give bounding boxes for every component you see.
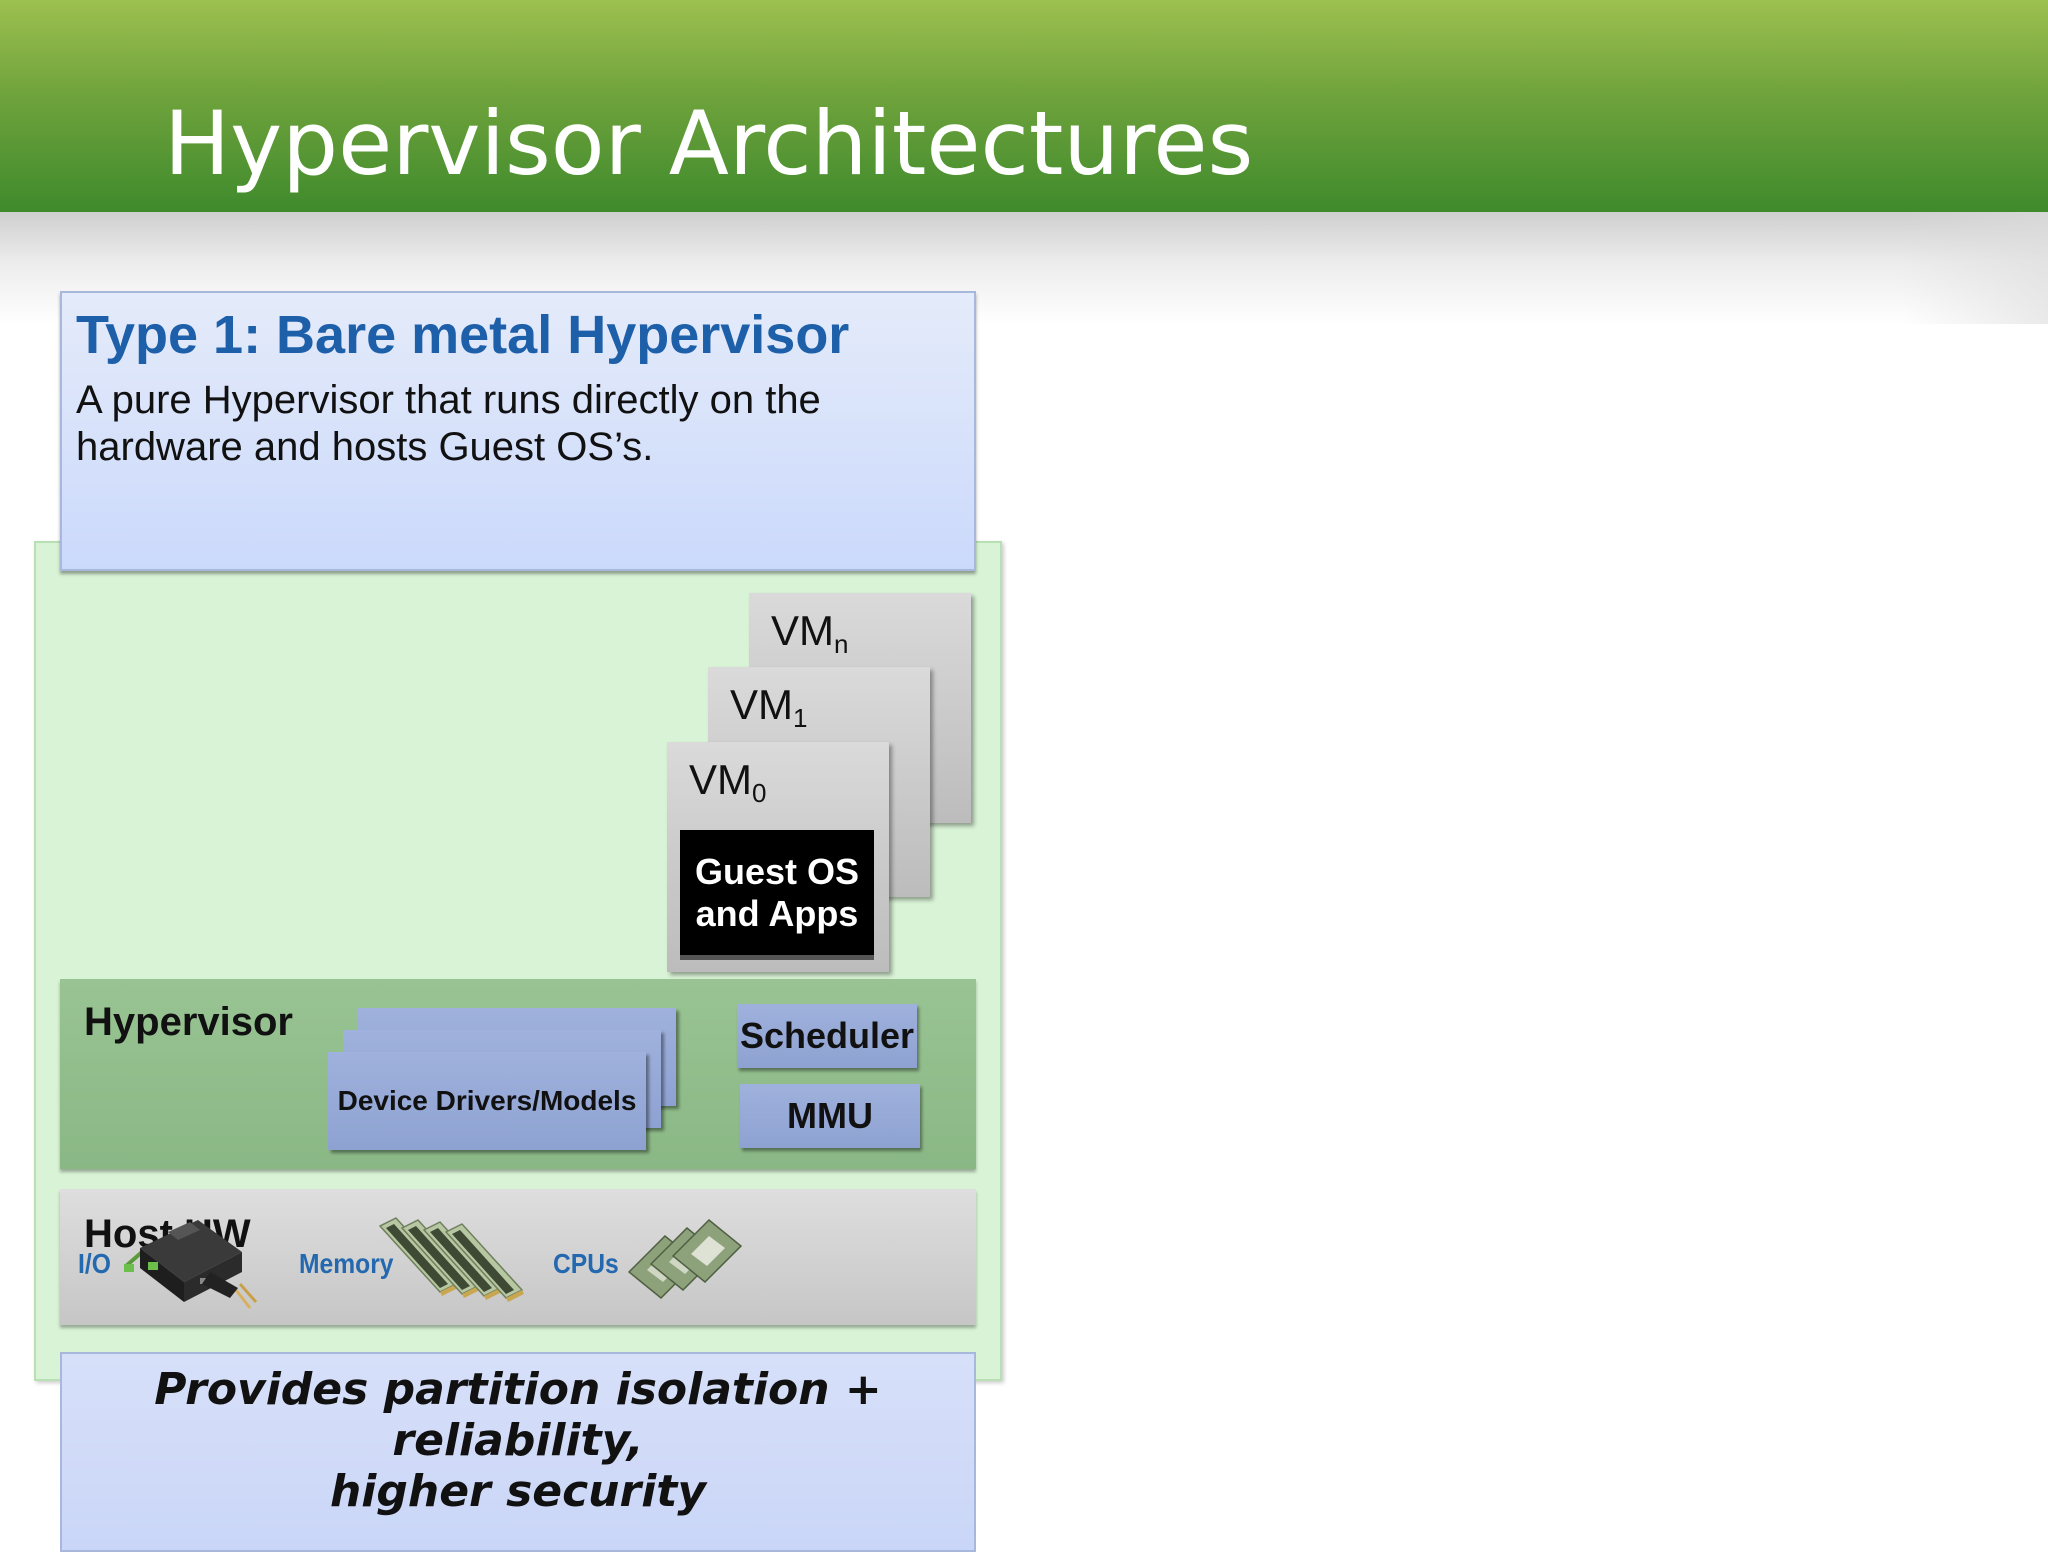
device-driver-box-front (328, 1052, 646, 1150)
header-banner (0, 0, 2048, 212)
benefit-line2: reliability, (392, 1415, 644, 1466)
slide-title: Hypervisor Architectures (164, 92, 1254, 195)
guest-os-line2: and Apps (695, 892, 859, 934)
scheduler-box: Scheduler (737, 1004, 917, 1068)
cpu-icon (627, 1218, 743, 1300)
memory-icon (378, 1217, 524, 1302)
io-device-icon (124, 1220, 258, 1309)
benefit-line1: Provides partition isolation + (154, 1364, 882, 1415)
benefit-line3: higher security (329, 1466, 707, 1517)
memory-label: Memory (299, 1248, 394, 1279)
vm-n-label: VMn (771, 607, 849, 659)
vm-0-label: VM0 (689, 756, 767, 808)
type1-title: Type 1: Bare metal Hypervisor (76, 305, 850, 365)
mmu-box: MMU (740, 1084, 920, 1148)
hypervisor-label: Hypervisor (84, 1000, 293, 1044)
header-shadow-fade (1900, 212, 2048, 324)
benefit-text: Provides partition isolation + reliabili… (62, 1364, 974, 1517)
vm-1-label: VM1 (730, 681, 808, 733)
io-label: I/O (78, 1248, 111, 1279)
cpus-label: CPUs (553, 1248, 619, 1279)
type1-description-box: Type 1: Bare metal Hypervisor A pure Hyp… (60, 291, 976, 571)
device-drivers-label: Device Drivers/Models (337, 1085, 637, 1116)
benefit-box: Provides partition isolation + reliabili… (60, 1352, 976, 1552)
type1-description: A pure Hypervisor that runs directly on … (76, 378, 821, 469)
guest-os-line1: Guest OS (694, 850, 860, 892)
